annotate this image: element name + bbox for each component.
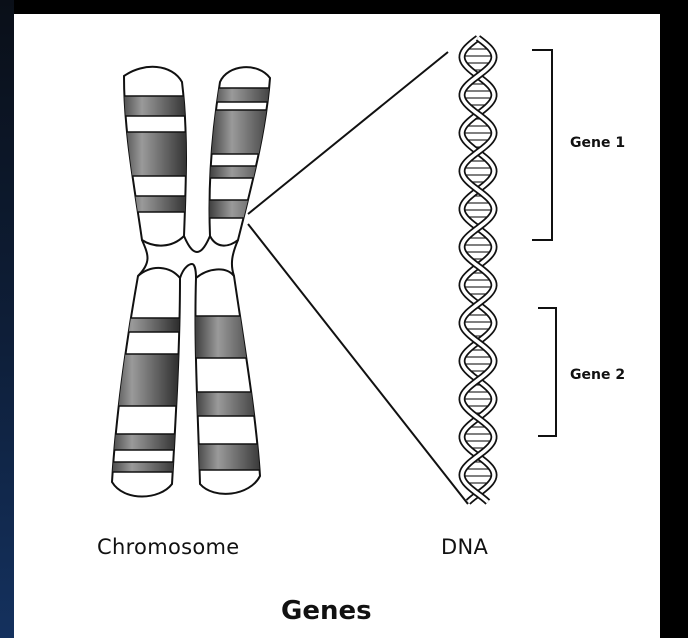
left-edge-gradient	[0, 0, 14, 638]
gene-1-label: Gene 1	[570, 135, 625, 151]
gene-2-bracket	[538, 308, 556, 436]
diagram-panel: Gene 1 Gene 2 Chromosome DNA Genes	[14, 14, 660, 638]
dna-helix	[462, 38, 494, 502]
zoom-lines	[248, 52, 468, 504]
gene-1-bracket	[532, 50, 552, 240]
page-title: Genes	[281, 596, 372, 626]
dna-label: DNA	[441, 535, 488, 559]
gene-2-label: Gene 2	[570, 367, 625, 383]
chromosome-label: Chromosome	[97, 535, 239, 559]
